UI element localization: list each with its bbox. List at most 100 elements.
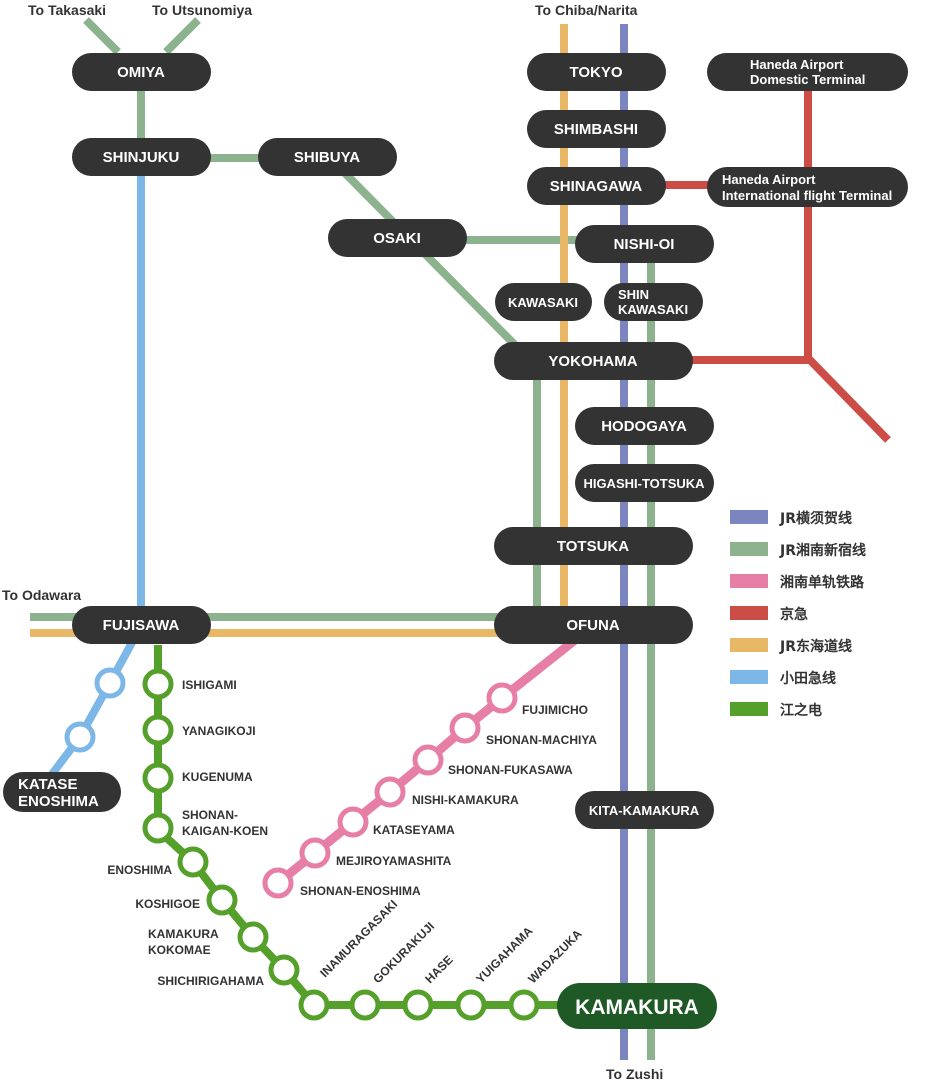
station-fujisawa-label: FUJISAWA [103,617,180,634]
monorail-fujimicho[interactable]: FUJIMICHO [486,682,588,717]
ishigami-label: ISHIGAMI [182,678,237,692]
station-shinagawa[interactable]: SHINAGAWA [527,167,666,205]
station-haneda-domestic[interactable]: Haneda Airport Domestic Terminal [707,53,908,91]
legend-label: 京急 [780,606,808,623]
station-nishi-oi-label: NISHI-OI [614,236,675,253]
station-kawasaki[interactable]: KAWASAKI [495,283,592,321]
station-kamakura[interactable]: KAMAKURA [557,983,717,1029]
legend-swatch [730,606,768,620]
hase-label: HASE [422,953,455,986]
station-ofuna-label: OFUNA [566,617,619,634]
legend-label: JR湘南新宿线 [779,542,866,559]
legend-item: JR横须贺线 [730,510,852,527]
haneda-domestic-label-2: Domestic Terminal [750,72,865,87]
station-kamakura-label: KAMAKURA [575,996,699,1019]
station-shibuya[interactable]: SHIBUYA [258,138,397,176]
mejiroyamashita-label: MEJIROYAMASHITA [336,854,452,868]
kugenuma-label: KUGENUMA [182,770,253,784]
shonan-enoshima-label: SHONAN-ENOSHIMA [300,884,421,898]
station-nishi-oi[interactable]: NISHI-OI [575,225,714,263]
odakyu-station-ring-2[interactable] [64,721,96,753]
nishi-kamakura-label: NISHI-KAMAKURA [412,793,519,807]
station-shinagawa-label: SHINAGAWA [550,178,643,195]
station-omiya[interactable]: OMIYA [72,53,211,91]
enoden-shichirigahama[interactable]: SHICHIRIGAHAMA [157,954,300,988]
station-yokohama[interactable]: YOKOHAMA [494,342,693,380]
legend-swatch [730,542,768,556]
legend-label: 江之电 [780,702,822,719]
station-totsuka-label: TOTSUKA [557,538,629,555]
station-shinjuku[interactable]: SHINJUKU [72,138,211,176]
station-shimbashi[interactable]: SHIMBASHI [527,110,666,148]
station-ofuna[interactable]: OFUNA [494,606,693,644]
station-yokohama-label: YOKOHAMA [548,353,637,370]
monorail-shonan-machiya[interactable]: SHONAN-MACHIYA [449,712,597,747]
monorail-nishi-kamakura[interactable]: NISHI-KAMAKURA [374,776,519,808]
station-fujisawa[interactable]: FUJISAWA [72,606,211,644]
dest-chiba: To Chiba/Narita [535,2,638,18]
shonan-kaigan-label-1: SHONAN- [182,808,238,822]
haneda-domestic-label-1: Haneda Airport [750,57,844,72]
station-shinjuku-label: SHINJUKU [103,149,180,166]
haneda-international-label-2: International flight Terminal [722,188,892,203]
enoden-kamakura-kokomae[interactable]: KAMAKURA KOKOMAE [148,921,269,957]
station-shin-kawasaki[interactable]: SHIN KAWASAKI [604,283,703,321]
station-totsuka[interactable]: TOTSUKA [494,527,693,565]
station-hodogaya[interactable]: HODOGAYA [575,407,714,445]
station-higashi-totsuka[interactable]: HIGASHI-TOTSUKA [575,464,714,502]
legend-swatch [730,574,768,588]
line-keikyu [664,88,891,443]
station-katase-label-1: KATASE [18,776,77,793]
legend-item: 湘南单轨铁路 [730,574,865,591]
kamakura-kokomae-label-1: KAMAKURA [148,927,219,941]
enoden-yanagikoji[interactable]: YANAGIKOJI [142,714,256,746]
station-shin-kawasaki-label-1: SHIN [618,287,649,302]
monorail-kataseyama[interactable]: KATASEYAMA [337,806,455,838]
monorail-shonan-enoshima[interactable]: SHONAN-ENOSHIMA [262,867,421,899]
kamakura-kokomae-label-2: KOKOMAE [148,943,211,957]
legend-item: 小田急线 [730,670,836,687]
dest-utsunomiya: To Utsunomiya [152,2,252,18]
shonan-machiya-label: SHONAN-MACHIYA [486,733,597,747]
dest-odawara: To Odawara [2,587,81,603]
enoden-koshigoe[interactable]: KOSHIGOE [135,884,238,916]
station-omiya-label: OMIYA [117,64,165,81]
koshigoe-label: KOSHIGOE [135,897,200,911]
kataseyama-label: KATASEYAMA [373,823,455,837]
station-tokyo[interactable]: TOKYO [527,53,666,91]
dest-zushi: To Zushi [606,1066,663,1080]
station-kita-kamakura[interactable]: KITA-KAMAKURA [575,791,714,829]
enoden-ishigami[interactable]: ISHIGAMI [142,668,237,700]
station-higashi-totsuka-label: HIGASHI-TOTSUKA [583,476,705,491]
enoden-shonan-kaigan-koen[interactable]: SHONAN- KAIGAN-KOEN [142,808,268,844]
legend-item: 京急 [730,606,808,623]
monorail-shonan-fukasawa[interactable]: SHONAN-FUKASAWA [412,744,573,777]
enoden-enoshima[interactable]: ENOSHIMA [107,846,209,878]
legend-swatch [730,510,768,524]
legend-swatch [730,670,768,684]
legend-label: 小田急线 [780,670,836,687]
yanagikoji-label: YANAGIKOJI [182,724,256,738]
legend-label: 湘南单轨铁路 [780,574,865,591]
station-kita-kamakura-label: KITA-KAMAKURA [589,803,700,818]
station-haneda-international[interactable]: Haneda Airport International flight Term… [707,167,908,207]
station-kawasaki-label: KAWASAKI [508,295,578,310]
enoshima-label: ENOSHIMA [107,863,172,877]
haneda-international-label-1: Haneda Airport [722,172,816,187]
legend-item: JR东海道线 [730,638,852,655]
line-odakyu [36,160,145,793]
station-katase-enoshima[interactable]: KATASE ENOSHIMA [3,772,121,812]
shonan-fukasawa-label: SHONAN-FUKASAWA [448,763,573,777]
enoden-kugenuma[interactable]: KUGENUMA [142,762,253,794]
legend-item: 江之电 [730,702,822,719]
shichirigahama-label: SHICHIRIGAHAMA [157,974,264,988]
monorail-mejiroyamashita[interactable]: MEJIROYAMASHITA [299,837,452,869]
station-osaki-label: OSAKI [373,230,421,247]
legend-label: JR东海道线 [779,638,852,655]
odakyu-station-ring-1[interactable] [94,667,126,699]
station-osaki[interactable]: OSAKI [328,219,467,257]
station-shibuya-label: SHIBUYA [294,149,360,166]
line-tokaido [30,24,568,637]
